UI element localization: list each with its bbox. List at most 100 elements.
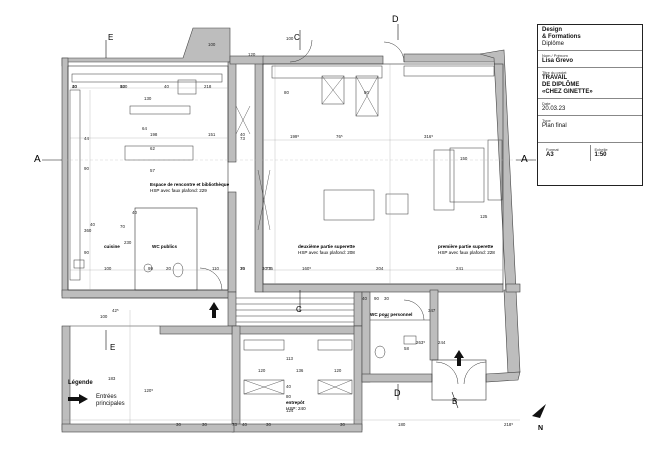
walls	[61, 27, 521, 433]
dimension-label: 241	[456, 266, 464, 271]
room-hsp-storage: HSP: 240	[286, 406, 306, 411]
dimension-label: 90	[84, 166, 89, 171]
dimension-label: 199⁵	[290, 134, 299, 139]
dimension-label: 90	[84, 250, 89, 255]
dimension-label: 75	[268, 266, 273, 271]
room-labels: Espace de rencontre et bibliothèque HSP …	[104, 182, 495, 411]
format-value: A3	[546, 152, 554, 158]
dimension-label: 360	[84, 228, 92, 233]
entrance-arrows	[209, 302, 464, 366]
section-mark-e-top: E	[108, 33, 113, 42]
dimension-label: 180	[398, 422, 406, 427]
legend-entrance-label: Entrées principales	[96, 394, 125, 407]
dimension-label: 230	[124, 240, 132, 245]
dimension-label: 73	[266, 266, 271, 271]
date-row: Date 20.03.23	[538, 99, 642, 116]
dimension-label: 30	[72, 84, 77, 89]
room-label-wc-public: WC publics	[152, 244, 177, 249]
dimension-label: 151	[208, 132, 216, 137]
format-field-label: Format	[546, 147, 559, 152]
dimension-label: 130	[144, 96, 152, 101]
dimension-label: 113	[286, 356, 294, 361]
room-label-library: Espace de rencontre et bibliothèque	[150, 182, 230, 187]
section-mark-b: B	[452, 397, 457, 406]
project-field-label: Titre du projet	[542, 70, 567, 75]
school-name: Design & Formations	[542, 27, 581, 40]
diploma-label: Diplôme	[542, 41, 565, 47]
dimension-label: 100	[286, 36, 294, 41]
dimension-label: 73	[232, 422, 237, 427]
dimension-label: 80	[286, 394, 291, 399]
section-mark-c-bottom: C	[296, 305, 302, 314]
compass-label: N	[538, 425, 543, 432]
dimension-label: 110	[212, 266, 220, 271]
doors	[199, 39, 487, 385]
dimension-label: 64	[142, 126, 147, 131]
room-label-storage: entrepôt	[286, 400, 305, 405]
format-scale-row: Format A3 Echelle 1:50	[538, 143, 642, 163]
dimension-label: 99	[148, 266, 153, 271]
room-hsp-library: HSP avec faux plafond: 229	[150, 188, 207, 193]
dimension-label: 20	[166, 266, 171, 271]
dimension-label: 80	[364, 90, 369, 95]
dimension-label: 218⁵	[504, 422, 513, 427]
format-cell: Format A3	[542, 145, 590, 161]
room-label-wc-staff: WC pour personnel	[370, 312, 412, 317]
dimension-label: 204	[376, 266, 384, 271]
dimension-label: 124	[286, 408, 294, 413]
dimension-label: 76⁵	[336, 134, 343, 139]
room-label-superette1: première partie superette	[438, 244, 494, 249]
dimension-label: 40	[240, 132, 245, 137]
legend-title: Légende	[68, 380, 93, 386]
scale-value: 1:50	[594, 152, 607, 158]
dimension-lines	[60, 64, 536, 424]
dimension-label: 40	[242, 422, 247, 427]
dimension-label: 100	[208, 42, 216, 47]
dimension-label: 57	[150, 168, 155, 173]
dimension-label: 183	[108, 376, 116, 381]
dimension-label: 30	[266, 422, 271, 427]
dimension-label: 30	[202, 422, 207, 427]
dimension-label: 316⁵	[424, 134, 433, 139]
dimension-label: 218	[204, 84, 212, 89]
display-units	[235, 75, 379, 395]
dimension-label: 263⁵	[416, 340, 425, 345]
dimension-label: 120⁵	[144, 388, 153, 393]
dimension-label: 40	[384, 314, 389, 319]
name-field-label: Nom / Prénom	[542, 53, 568, 58]
section-mark-c-top: C	[294, 33, 300, 42]
legend: Légende Entrées principales	[68, 380, 146, 408]
dimension-label: 347	[428, 308, 436, 313]
scale-cell: Echelle 1:50	[589, 145, 639, 161]
dimension-label: 100	[120, 84, 128, 89]
room-label-superette2: deuxième partie superette	[298, 244, 355, 249]
dimension-label: 30	[240, 266, 245, 271]
room-hsp-superette2: HSP avec faux plafond: 208	[298, 250, 355, 255]
dimension-label: 120	[248, 52, 256, 57]
room-label-kitchen: cuisine	[104, 244, 120, 249]
dimension-label: 40	[72, 84, 77, 89]
dimension-label: 30	[384, 296, 389, 301]
dimension-label: 100	[104, 266, 112, 271]
dimension-label: 125	[480, 214, 488, 219]
type-field-label: Type	[542, 118, 551, 123]
dimension-label: 136	[296, 368, 304, 373]
dimension-label: 244	[438, 340, 446, 345]
project-title: TRAVAIL DE DIPLÔME «CHEZ GINETTE»	[542, 75, 593, 95]
dimension-label: 44	[84, 136, 89, 141]
section-mark-d-bottom: D	[394, 388, 401, 398]
dimension-label: 150	[460, 156, 468, 161]
section-mark-a-right: A	[521, 154, 528, 165]
dimension-label: 75	[240, 266, 245, 271]
arrow-right-icon	[68, 394, 90, 404]
dimension-label: 58	[404, 346, 409, 351]
dimension-label: 120	[334, 368, 342, 373]
dimension-label: 80	[284, 90, 289, 95]
title-school-row: Design & Formations Diplôme	[538, 25, 642, 51]
partitions	[67, 63, 504, 401]
dimension-label: 40	[286, 384, 291, 389]
type-value: Plan final	[542, 123, 567, 129]
room-hsp-superette1: HSP avec faux plafond: 228	[438, 250, 495, 255]
section-mark-a-left: A	[34, 154, 41, 165]
